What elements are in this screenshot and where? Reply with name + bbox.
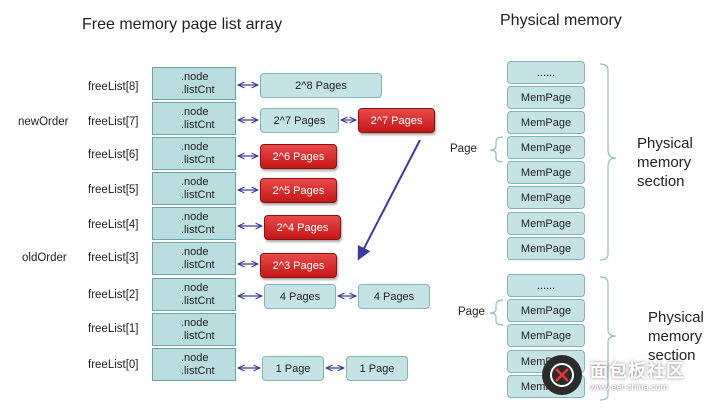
mem-page: ...... (507, 61, 585, 84)
node-field: .node (181, 316, 209, 329)
node-field: .node (181, 210, 209, 223)
page-block-2-3: 2^3 Pages (260, 253, 337, 278)
page-block-2-7: 2^7 Pages (260, 108, 339, 133)
listcnt-field: .listCnt (181, 364, 215, 377)
page-block-1: 1 Page (346, 356, 408, 381)
freelist-cell: .node .listCnt (152, 242, 236, 275)
page-label: Page (450, 143, 477, 155)
mem-page: MemPage (507, 161, 585, 184)
mem-page: MemPage (507, 324, 585, 347)
freelist-cell: .node .listCnt (152, 207, 236, 240)
mem-page: MemPage (507, 86, 585, 109)
freelist-label: freeList[4] (88, 219, 139, 231)
mem-page: MemPage (507, 237, 585, 260)
mem-page: MemPage (507, 186, 585, 209)
freelist-cell: .node .listCnt (152, 102, 236, 135)
listcnt-field: .listCnt (181, 188, 215, 201)
mem-page: MemPage (507, 212, 585, 235)
freelist-cell: .node .listCnt (152, 137, 236, 170)
freelist-cell: .node .listCnt (152, 348, 236, 381)
page-label: Page (458, 306, 485, 318)
page-block-2-6: 2^6 Pages (260, 144, 337, 169)
freelist-cell: .node .listCnt (152, 172, 236, 205)
freelist-cell: .node .listCnt (152, 313, 236, 346)
section-label-top: Physical memory section (637, 135, 693, 190)
node-field: .node (181, 70, 209, 83)
page-block-1: 1 Page (262, 356, 324, 381)
freelist-label: freeList[5] (88, 184, 139, 196)
listcnt-field: .listCnt (181, 153, 215, 166)
freelist-label: freeList[8] (88, 81, 139, 93)
page-block-4: 4 Pages (358, 284, 430, 309)
page-block-4: 4 Pages (264, 284, 336, 309)
mem-page: ...... (507, 274, 585, 297)
mem-page: MemPage (507, 136, 585, 159)
left-title: Free memory page list array (82, 16, 283, 33)
mem-page: MemPage (507, 299, 585, 322)
listcnt-field: .listCnt (181, 118, 215, 131)
listcnt-field: .listCnt (181, 329, 215, 342)
right-title: Physical memory (500, 12, 622, 29)
node-field: .node (181, 351, 209, 364)
listcnt-field: .listCnt (181, 83, 215, 96)
freelist-label: freeList[0] (88, 359, 139, 371)
watermark-url: www.eet-china.com (590, 382, 669, 392)
page-block-2-5: 2^5 Pages (260, 178, 337, 203)
split-arrow (357, 139, 421, 261)
page-brace-bottom (489, 299, 504, 326)
watermark-text: 面包板社区 (590, 361, 685, 381)
freelist-label: freeList[3] (88, 252, 139, 264)
listcnt-field: .listCnt (181, 258, 215, 271)
freelist-cell: .node .listCnt (152, 278, 236, 311)
watermark-logo-icon (542, 355, 582, 395)
freelist-label: freeList[2] (88, 289, 139, 301)
section-brace-bottom (599, 276, 617, 401)
page-block-2-7-split: 2^7 Pages (358, 108, 435, 133)
page-block-2-4: 2^4 Pages (264, 215, 341, 240)
section-brace-top (599, 63, 617, 261)
node-field: .node (181, 175, 209, 188)
node-field: .node (181, 105, 209, 118)
freelist-cell: .node .listCnt (152, 67, 236, 100)
node-field: .node (181, 245, 209, 258)
freelist-label: freeList[1] (88, 323, 139, 335)
freelist-label: freeList[6] (88, 149, 139, 161)
page-brace-top (489, 136, 504, 163)
mem-page: MemPage (507, 111, 585, 134)
section-label-bottom: Physical memory section (648, 309, 704, 364)
listcnt-field: .listCnt (181, 223, 215, 236)
node-field: .node (181, 281, 209, 294)
freelist-label: freeList[7] (88, 116, 139, 128)
page-block-2-8: 2^8 Pages (260, 73, 382, 98)
listcnt-field: .listCnt (181, 294, 215, 307)
old-order-label: oldOrder (22, 252, 67, 264)
node-field: .node (181, 140, 209, 153)
new-order-label: newOrder (18, 116, 69, 128)
